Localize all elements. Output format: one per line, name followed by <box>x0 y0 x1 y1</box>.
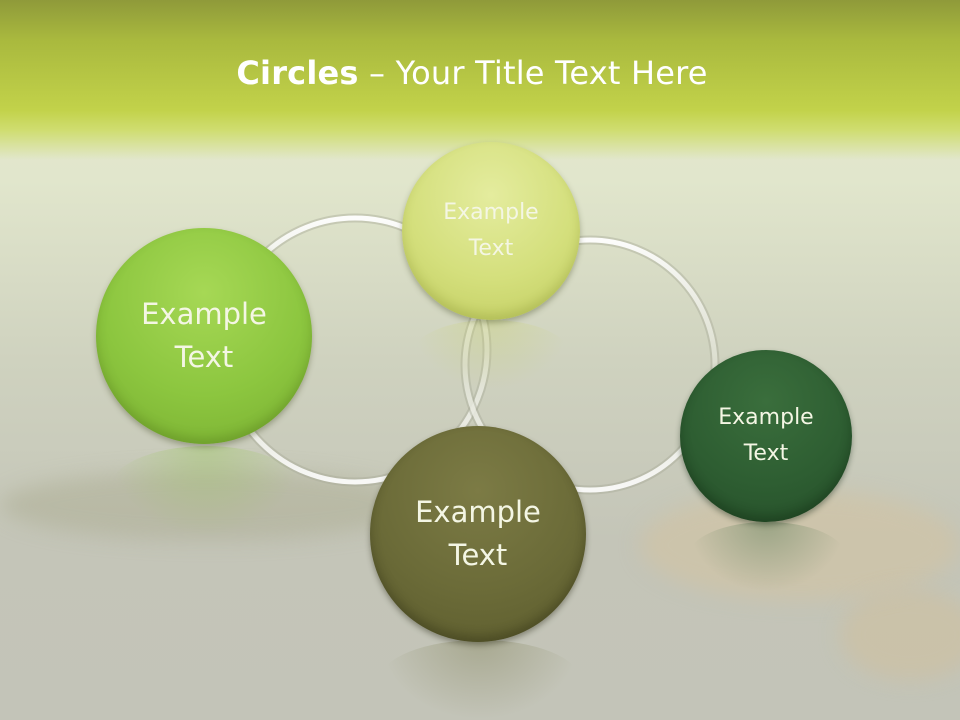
title-text: Your Title Text Here <box>395 54 708 92</box>
title-bar <box>0 0 960 160</box>
cloud-decoration <box>840 590 960 680</box>
circle-label-line2: Text <box>468 236 514 261</box>
circle-reflection <box>380 640 580 720</box>
circle-reflection <box>412 320 570 390</box>
ring-right <box>460 235 720 495</box>
circle-label-line1: Example <box>415 494 541 529</box>
title-bold-part: Circles <box>236 54 359 92</box>
circle-light-green: Example Text <box>96 228 312 444</box>
circle-label-line1: Example <box>718 404 814 430</box>
circle-label-line1: Example <box>141 296 267 331</box>
page-title: Circles – Your Title Text Here <box>0 54 944 92</box>
circle-olive: Example Text <box>370 426 586 642</box>
circle-label-line2: Text <box>743 441 789 466</box>
circle-pale-yellow: Example Text <box>402 142 580 320</box>
circle-label-line1: Example <box>443 199 539 225</box>
circle-label-line2: Text <box>174 340 234 374</box>
circle-reflection <box>108 446 304 536</box>
title-separator: – <box>358 54 396 92</box>
circle-reflection <box>688 522 846 592</box>
circle-label-line2: Text <box>448 538 508 572</box>
circle-dark-green: Example Text <box>680 350 852 522</box>
